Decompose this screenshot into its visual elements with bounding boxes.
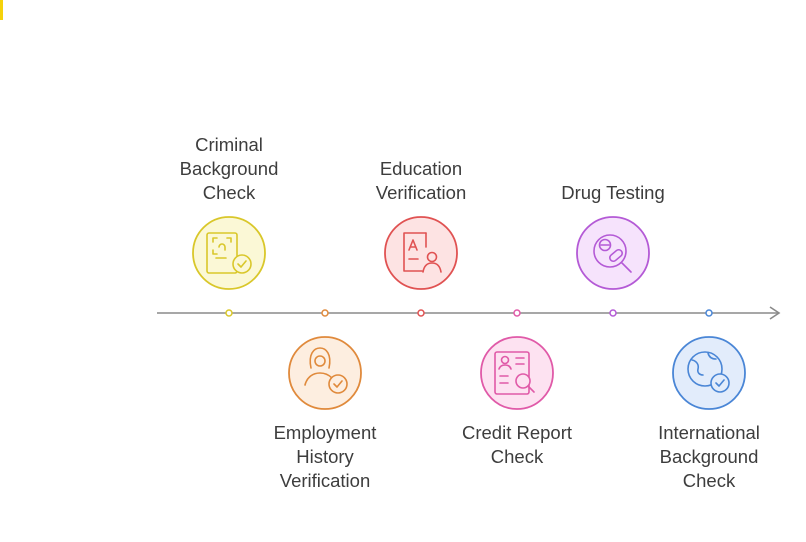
timeline-arrowhead [769,306,781,320]
label-drug-testing: Drug Testing [561,182,665,203]
label-employment-history-verification: Employment History Verification [273,422,377,491]
step-employment-history-verification [288,309,362,410]
report-search-icon [494,351,535,395]
step-credit-report-check [480,309,554,410]
timeline-dot [705,309,713,317]
accent-bar [0,0,3,20]
step-criminal-background-check [192,216,266,317]
step-circle [384,216,458,290]
step-circle [192,216,266,290]
step-circle [480,336,554,410]
fingerprint-badge-check-icon [206,232,252,274]
label-credit-report-check: Credit Report Check [461,422,572,467]
step-international-background-check [672,309,746,410]
timeline-dot [321,309,329,317]
step-drug-testing [576,216,650,317]
timeline-dot [225,309,233,317]
pill-search-icon [593,234,632,273]
timeline-dot [513,309,521,317]
globe-check-icon [687,351,730,393]
document-person-icon [403,232,442,273]
step-circle [672,336,746,410]
label-international-background-check: International Background Check [658,422,760,491]
step-education-verification [384,216,458,317]
timeline-dot [609,309,617,317]
label-education-verification: Education Verification [375,158,467,203]
person-check-icon [304,347,348,394]
label-criminal-background-check: Criminal Background Check [179,134,279,203]
timeline-dot [417,309,425,317]
